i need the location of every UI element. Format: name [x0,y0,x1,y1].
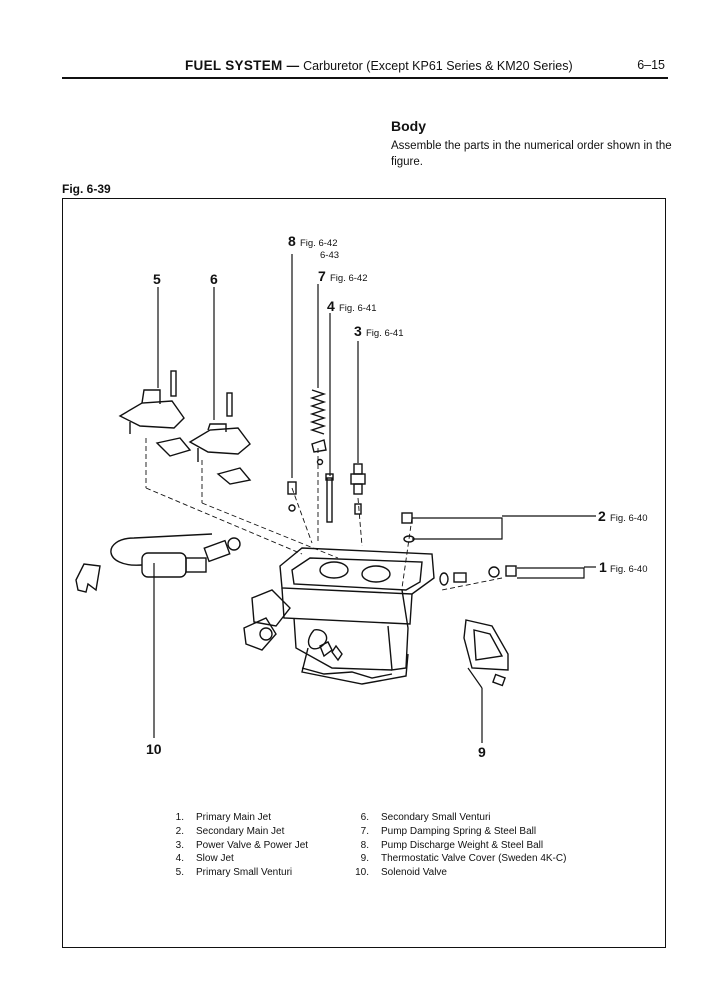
exploded-diagram: 8 Fig. 6-42 6-43 7 Fig. 6-42 4 Fig. 6-41… [75,233,648,760]
page-number: 6–15 [637,58,665,72]
legend-number: 6. [360,812,369,823]
legend-text: Secondary Main Jet [196,825,285,837]
secondary-main-jet [401,512,415,543]
legend-item: 1. Primary Main Jet [158,811,308,825]
callout-4-number: 4 [327,298,335,314]
legend-item: 5. Primary Small Venturi [158,866,308,880]
callout-4-ref: Fig. 6-41 [339,303,377,314]
legend-item: 9. Thermostatic Valve Cover (Sweden 4K-C) [343,852,567,866]
header-separator: — [286,59,300,73]
legend-number: 4. [175,853,184,865]
legend-item: 7. Pump Damping Spring & Steel Ball [343,825,566,839]
legend-number: 1. [175,812,184,823]
primary-main-jet [439,565,517,586]
callout-8-ref2: 6-43 [320,250,339,261]
legend-text: Pump Damping Spring & Steel Ball [381,825,537,837]
body-heading: Body [391,118,426,134]
legend-item: 10. Solenoid Valve [343,866,566,880]
legend-number: 9. [360,853,369,865]
callout-7-number: 7 [318,268,326,284]
legend-number: 8. [360,839,369,851]
callout-9-number: 9 [478,744,486,760]
legend-text: Primary Main Jet [196,812,272,823]
steel-ball [288,504,296,512]
legend-text: Pump Discharge Weight & Steel Ball [381,839,544,851]
callout-5-number: 5 [153,271,161,287]
parts-legend-left: 1.Primary Main Jet 2.Secondary Main Jet … [158,811,308,880]
callout-3-number: 3 [354,323,362,339]
section-title: FUEL SYSTEM [185,58,283,73]
callout-2-number: 2 [598,508,606,524]
callout-3-ref: Fig. 6-41 [366,328,404,339]
power-valve [350,463,366,515]
legend-item: 3. Power Valve & Power Jet [158,839,308,853]
legend-text: Solenoid Valve [381,867,447,879]
solenoid-valve [75,533,241,593]
figure-frame [62,198,666,948]
callout-10-number: 10 [146,741,162,757]
dash-line [291,487,313,544]
legend-number: 3. [175,839,184,851]
legend-number: 7. [360,825,369,837]
section-subtitle: Carburetor (Except KP61 Series & KM20 Se… [303,59,573,73]
callout-8-ref: Fig. 6-42 [300,238,338,249]
thermostatic-valve-cover [463,619,509,687]
leader-1 [517,567,585,579]
legend-number: 10. [355,867,369,879]
legend-number: 2. [175,825,184,837]
callout-1-ref: Fig. 6-40 [610,564,648,575]
callout-8-number: 8 [288,233,296,249]
legend-item: 4. Slow Jet [158,852,308,866]
damping-spring [309,389,327,466]
legend-text: Slow Jet [196,853,234,865]
secondary-small-venturi [188,392,252,485]
legend-text: Power Valve & Power Jet [196,839,309,851]
body-instruction: Assemble the parts in the numerical orde… [391,140,672,168]
callout-7-ref: Fig. 6-42 [330,273,368,284]
slow-jet [325,473,334,523]
callout-2-ref: Fig. 6-40 [610,513,648,524]
discharge-weight [287,481,297,495]
legend-text: Secondary Small Venturi [381,812,491,823]
dash-line [441,577,503,591]
callout-1-number: 1 [599,559,607,575]
legend-item: 2. Secondary Main Jet [158,825,308,839]
header-rule [62,77,668,79]
legend-item: 6. Secondary Small Venturi [343,811,566,825]
figure-label: Fig. 6-39 [62,182,111,196]
primary-small-venturi [118,370,192,457]
legend-item: 8. Pump Discharge Weight & Steel Ball [343,839,566,853]
leader-2 [412,517,503,540]
carburetor-body [243,547,435,685]
callout-6-number: 6 [210,271,218,287]
leader-9b [467,667,483,689]
dash-line [357,497,363,547]
page-header: FUEL SYSTEM—Carburetor (Except KP61 Seri… [185,58,665,73]
legend-text: Primary Small Venturi [196,867,293,879]
legend-text: Thermostatic Valve Cover (Sweden 4K-C) [381,853,567,865]
dash-line [145,487,303,555]
parts-legend-right: 6. Secondary Small Venturi 7. Pump Damping… [343,811,566,880]
legend-number: 5. [175,867,184,879]
